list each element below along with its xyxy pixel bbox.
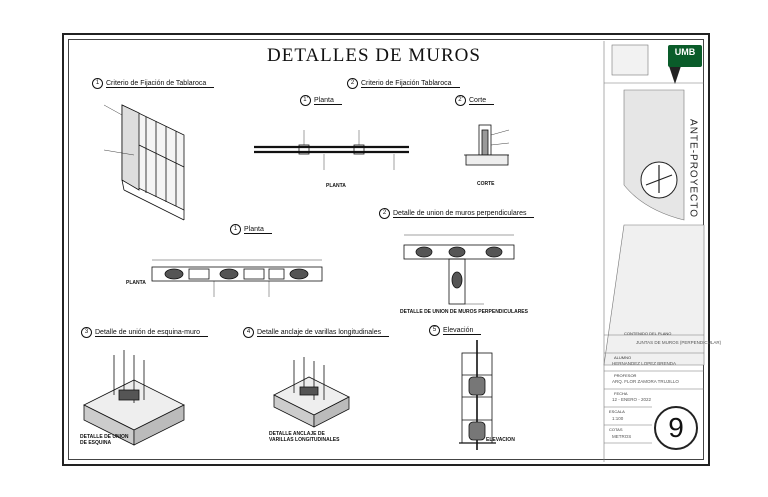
tb-field-value-5: METROS	[612, 434, 632, 439]
caption-planta: PLANTA	[326, 183, 346, 189]
rebar-anchor-drawing	[273, 357, 350, 428]
block-wall-plan-drawing	[151, 259, 323, 297]
caption-anclaje-1: DETALLE ANCLAJE DE	[269, 431, 325, 437]
tb-field-label-0: CONTENIDO DEL PLANO	[624, 331, 672, 336]
corner-joint-drawing	[83, 350, 185, 446]
perpendicular-union-drawing	[403, 234, 515, 305]
tb-field-label-2: PROFESOR	[614, 373, 637, 378]
tb-field-label-5: COTAS	[609, 427, 623, 432]
detail-label-corte: 2'Corte	[455, 95, 495, 106]
caption-planta-2: PLANTA	[126, 280, 146, 286]
tb-field-label-3: FECHA	[614, 391, 628, 396]
caption-elevacion: ELEVACION	[486, 437, 515, 443]
detail-label-planta-top: 1'Planta	[300, 95, 342, 106]
elevation-drawing	[459, 340, 496, 450]
detail-drawings	[83, 104, 515, 450]
title-block-frame	[603, 41, 705, 462]
sheet-number: 9	[654, 406, 698, 450]
caption-anclaje-2: VARILLAS LONGITUDINALES	[269, 437, 340, 443]
tb-field-label-1: ALUMNO	[614, 355, 632, 360]
sheet-title: DETALLES DE MUROS	[267, 45, 481, 66]
tb-field-value-0: JUNTAS DE MUROS (PERPENDICULAR)	[636, 340, 722, 345]
corte-drawing	[464, 124, 510, 166]
tb-field-value-3: 12 - ENERO - 2022	[612, 397, 652, 402]
tablaroca-wall-drawing	[103, 104, 185, 221]
ante-proyecto-vertical-label: ANTE-PROYECTO	[687, 119, 699, 218]
tb-field-label-4: ESCALA	[609, 409, 625, 414]
caption-corte: CORTE	[477, 181, 495, 187]
tb-field-value-2: ARQ. FLOR ZAMORA TRUJILLO	[612, 379, 679, 384]
tb-field-value-1: HERNANDEZ LOPEZ BRENDA	[612, 361, 677, 366]
caption-union: DETALLE DE UNION DE MUROS PERPENDICULARE…	[400, 309, 528, 315]
caption-esquina-2: DE ESQUINA	[80, 440, 112, 446]
tb-field-value-4: 1:100	[612, 416, 624, 421]
university-logo: UMB	[668, 45, 702, 67]
caption-esquina-1: DETALLE DE UNION	[80, 434, 129, 440]
planta-stud-drawing	[254, 130, 409, 170]
